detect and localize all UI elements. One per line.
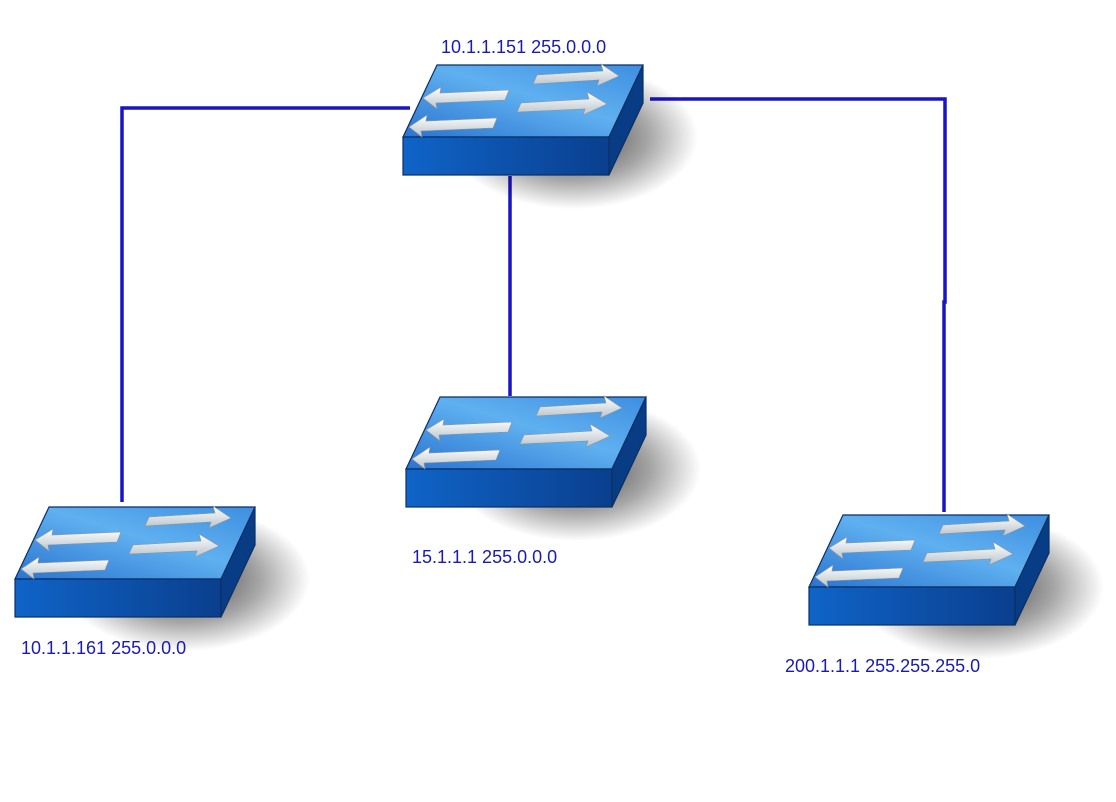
links (120, 97, 947, 512)
switch-right-icon (808, 513, 1105, 660)
link-top-to-right (650, 97, 947, 512)
switch-left-label: 10.1.1.161 255.0.0.0 (21, 638, 187, 658)
switch-top-label: 10.1.1.151 255.0.0.0 (441, 37, 607, 57)
switch-right-label: 200.1.1.1 255.255.255.0 (785, 656, 981, 676)
switch-center-label: 15.1.1.1 255.0.0.0 (412, 547, 558, 567)
switch-center-icon (405, 395, 702, 542)
link-top-to-left (120, 106, 410, 502)
switch-left-icon (14, 505, 311, 652)
switch-top-icon (402, 63, 699, 210)
